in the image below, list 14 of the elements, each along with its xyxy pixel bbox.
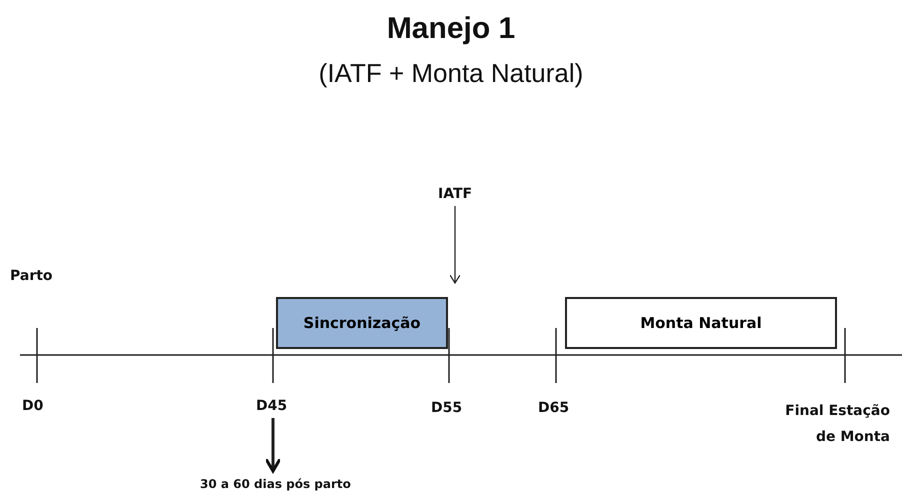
day-label: D0 [22, 398, 44, 414]
arrow [449, 206, 461, 284]
arrow [264, 418, 282, 472]
phase-box: Monta Natural [565, 297, 837, 349]
event-label: IATF [438, 186, 472, 202]
title: Manejo 1 [386, 12, 516, 46]
event-label: Parto [10, 268, 53, 284]
note-text: 30 a 60 dias pós parto [200, 477, 351, 491]
phase-box: Sincronização [276, 297, 448, 349]
day-label: D65 [538, 400, 570, 416]
subtitle: (IATF + Monta Natural) [318, 58, 584, 89]
day-label: D45 [256, 398, 288, 414]
day-label: Final Estação de Monta [784, 402, 890, 447]
day-label: D55 [431, 400, 462, 416]
